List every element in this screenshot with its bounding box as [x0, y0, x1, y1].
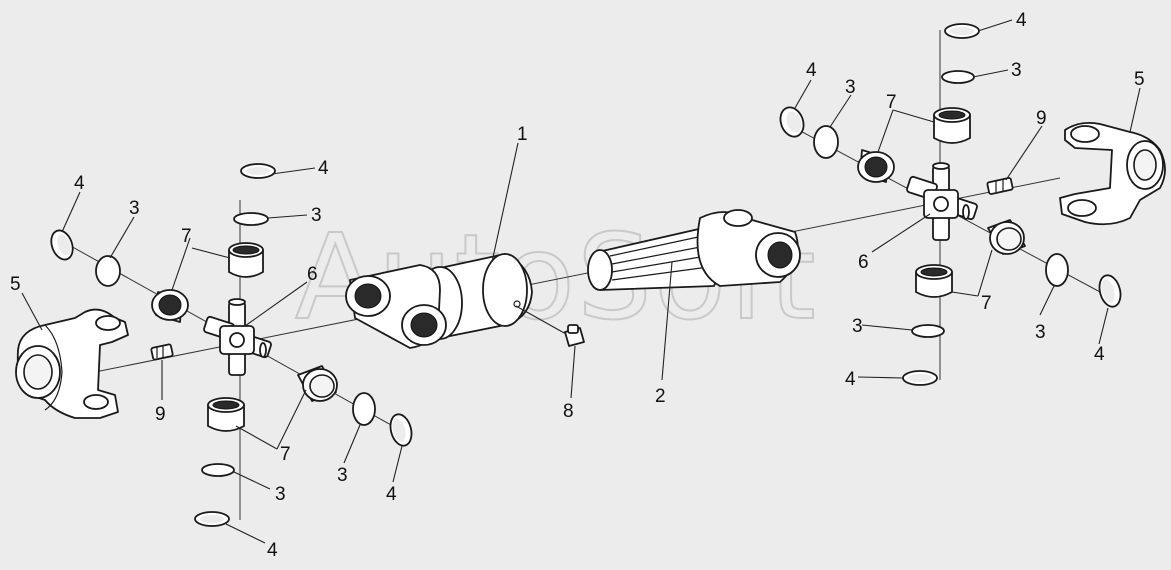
- right-circlip-top: [944, 23, 980, 39]
- callout-right-9: 9: [1036, 108, 1047, 129]
- callout-right-3-bottom: 3: [852, 316, 863, 337]
- right-cross-spider: [906, 162, 978, 241]
- left-circlip-lower-side: [389, 413, 413, 447]
- callout-left-3-bottom: 3: [275, 484, 286, 505]
- callout-1: 1: [517, 124, 528, 145]
- callout-left-5: 5: [10, 274, 21, 295]
- right-flange-yoke: [1059, 121, 1166, 226]
- callout-left-3-side: 3: [129, 198, 140, 219]
- callout-left-6: 6: [307, 264, 318, 285]
- left-circlip-side: [50, 229, 74, 261]
- left-flange-yoke: [15, 308, 129, 419]
- left-washer-lower-side: [352, 392, 376, 426]
- right-bearing-cup-top: [933, 107, 971, 144]
- callout-left-4-side: 4: [74, 173, 85, 194]
- callout-right-4-top: 4: [1016, 10, 1027, 31]
- callout-left-3-lower: 3: [337, 465, 348, 486]
- left-grease-nipple: [150, 343, 174, 361]
- left-bearing-cup-bottom: [207, 397, 245, 432]
- right-washer-lower-side: [1045, 253, 1069, 287]
- callout-right-3-top: 3: [1011, 60, 1022, 81]
- right-bearing-cup-lower-side: [987, 219, 1026, 255]
- callout-right-4-lower: 4: [1094, 344, 1105, 365]
- callout-right-6: 6: [858, 252, 869, 273]
- callout-8: 8: [563, 401, 574, 422]
- right-bearing-cup-side: [857, 149, 895, 183]
- right-grease-nipple: [986, 177, 1014, 195]
- callout-right-7-bottom: 7: [981, 293, 992, 314]
- left-bearing-cup-side: [151, 289, 189, 323]
- right-washer-side: [813, 125, 839, 159]
- callout-labels: 1 2 4 3 5 7 4 3 6 9 7 3 4 3 4 8 4 3 7 4 …: [10, 10, 1145, 561]
- callout-right-4-bottom: 4: [845, 369, 856, 390]
- center-grease-nipple: [564, 324, 585, 347]
- tube-yoke-part-1: [345, 253, 533, 349]
- right-circlip-lower-side: [1098, 274, 1122, 308]
- callout-right-5: 5: [1134, 69, 1145, 90]
- right-washer-bottom: [911, 324, 945, 338]
- right-bearing-cup-bottom: [915, 264, 953, 298]
- callout-2: 2: [655, 386, 666, 407]
- callout-right-3-side: 3: [845, 77, 856, 98]
- left-bearing-cup-lower-side: [297, 365, 338, 402]
- callout-left-9: 9: [155, 404, 166, 425]
- right-circlip-side: [779, 106, 805, 138]
- left-circlip-bottom: [194, 511, 230, 527]
- callout-left-3-top: 3: [311, 205, 322, 226]
- splined-shaft-part-2: [587, 209, 801, 291]
- left-circlip-top: [240, 163, 276, 179]
- callout-right-3-lower: 3: [1035, 322, 1046, 343]
- left-washer-side: [95, 255, 121, 287]
- callout-right-7-top: 7: [886, 92, 897, 113]
- right-circlip-bottom: [902, 370, 938, 386]
- callout-left-4-top: 4: [318, 158, 329, 179]
- left-cross-spider: [203, 298, 272, 376]
- left-washer-bottom: [201, 463, 235, 477]
- right-washer-top: [941, 70, 975, 84]
- callout-left-4-bottom: 4: [267, 540, 278, 561]
- callout-left-7-top: 7: [181, 226, 192, 247]
- callout-right-4-side: 4: [806, 60, 817, 81]
- left-washer-top: [233, 212, 269, 226]
- leader-lines: [21, 19, 1141, 544]
- callout-left-4-lower: 4: [386, 484, 397, 505]
- callout-left-7-bottom: 7: [280, 444, 291, 465]
- left-bearing-cup-top: [228, 242, 264, 278]
